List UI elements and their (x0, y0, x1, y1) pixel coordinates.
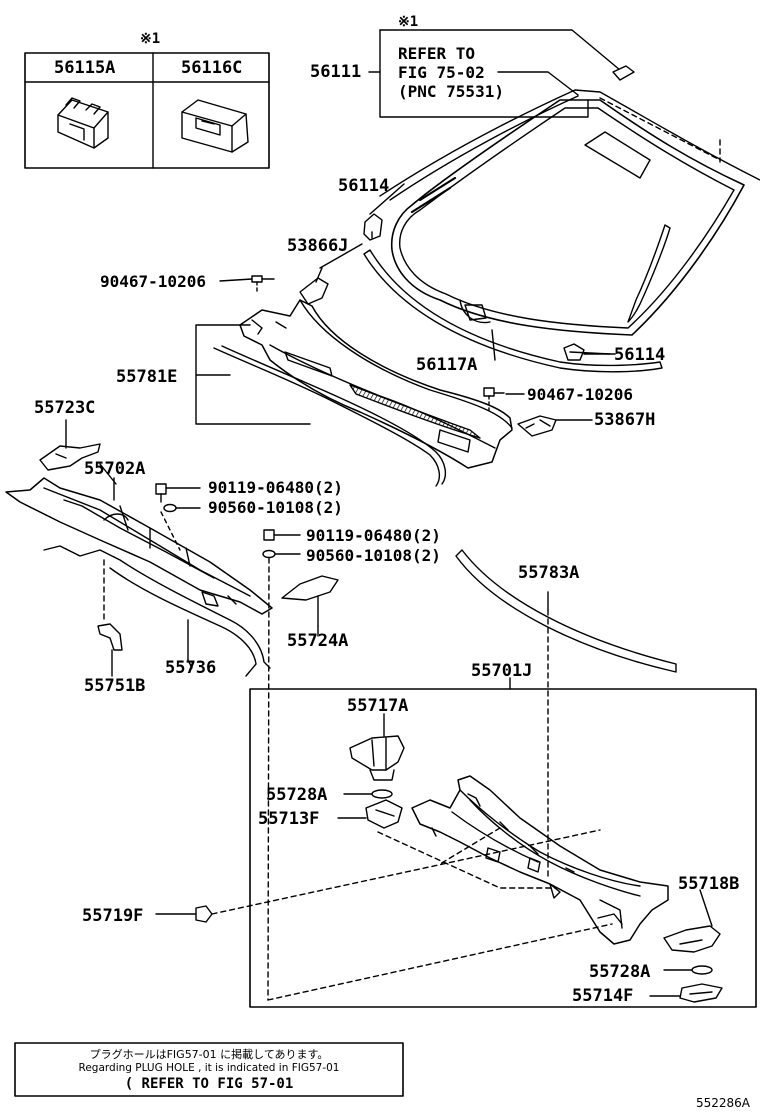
label-55728A-b: 55728A (589, 962, 651, 982)
label-90119-a: 90119-06480(2) (208, 478, 343, 497)
label-90467-a: 90467-10206 (100, 272, 206, 291)
inset-col2-label: 56116C (181, 58, 243, 78)
cowl-top-panel (411, 775, 669, 945)
leader-lines (99, 183, 611, 669)
seal-53866J (299, 267, 329, 305)
moulding-56117A (363, 249, 663, 373)
inset-mark: ※1 (140, 31, 161, 47)
bracket-55718B (663, 889, 721, 953)
label-53866J: 53866J (287, 236, 349, 256)
refer-mark: ※1 (398, 14, 419, 30)
bracket-55713F (337, 799, 557, 889)
refer-line3: (PNC 75531) (398, 82, 504, 101)
refer-line1: REFER TO (398, 44, 476, 63)
label-55783A: 55783A (518, 563, 580, 583)
hose-55751B (97, 559, 123, 677)
inset-table (24, 52, 270, 169)
label-55751B: 55751B (84, 676, 146, 696)
label-55728A-a: 55728A (266, 785, 328, 805)
label-90467-b: 90467-10206 (527, 385, 633, 404)
refer-line2: FIG 75-02 (398, 63, 485, 82)
label-55717A: 55717A (347, 696, 409, 716)
label-53867H: 53867H (594, 410, 656, 430)
bracket-55724A (281, 575, 339, 627)
bolts-90119-a (155, 483, 201, 551)
panel-55702A (5, 477, 273, 615)
label-56117A: 56117A (416, 355, 478, 375)
label-55736: 55736 (165, 658, 217, 678)
cap-55728A-b (663, 965, 713, 975)
label-55781E: 55781E (116, 367, 178, 387)
label-55713F: 55713F (258, 809, 320, 829)
grommet-55719F (155, 829, 601, 923)
label-56114-bottom: 56114 (614, 345, 666, 365)
note-box: プラグホールはFIG57-01 に掲載してあります。 Regarding PLU… (15, 1043, 403, 1096)
seal-53867H (517, 415, 593, 437)
cap-55728A-a (343, 789, 393, 799)
plate-56116C-drawing (181, 99, 249, 153)
clip-56114-top (363, 213, 383, 241)
label-55718B: 55718B (678, 874, 740, 894)
bracket-55714F (649, 983, 723, 1003)
seal-55736 (43, 545, 271, 677)
label-90560-b: 90560-10108(2) (306, 546, 441, 565)
note-line-jp: プラグホールはFIG57-01 に掲載してあります。 (89, 1048, 329, 1061)
note-line-refer: ( REFER TO FIG 57-01 (124, 1076, 294, 1092)
label-55719F: 55719F (82, 906, 144, 926)
bracket-55723C (39, 419, 101, 471)
figure-id: 552286A (696, 1096, 751, 1110)
label-90119-b: 90119-06480(2) (306, 526, 441, 545)
weatherstrip-55783A (455, 549, 677, 881)
note-box-border (14, 1042, 404, 1097)
bolts-90119-b (262, 529, 301, 1001)
seal-55781E (195, 324, 447, 487)
clip-90467-b (483, 387, 505, 411)
cowl-louver (239, 299, 513, 469)
windshield-glass (379, 89, 760, 336)
label-55724A: 55724A (287, 631, 349, 651)
label-56111: 56111 (310, 62, 362, 82)
label-90560-a: 90560-10108(2) (208, 498, 343, 517)
bracket-55717A (349, 713, 405, 781)
clip-56115A-drawing (57, 97, 109, 149)
inset-col1-label: 56115A (54, 58, 116, 78)
label-55714F: 55714F (572, 986, 634, 1006)
label-55723C: 55723C (34, 398, 96, 418)
assembly-box-55701J (249, 677, 757, 1008)
clip-90467-a (251, 275, 275, 295)
label-56114-top: 56114 (338, 176, 390, 196)
label-55702A: 55702A (84, 459, 146, 479)
label-55701J: 55701J (471, 661, 533, 681)
note-line-en: Regarding PLUG HOLE , it is indicated in… (78, 1062, 340, 1074)
